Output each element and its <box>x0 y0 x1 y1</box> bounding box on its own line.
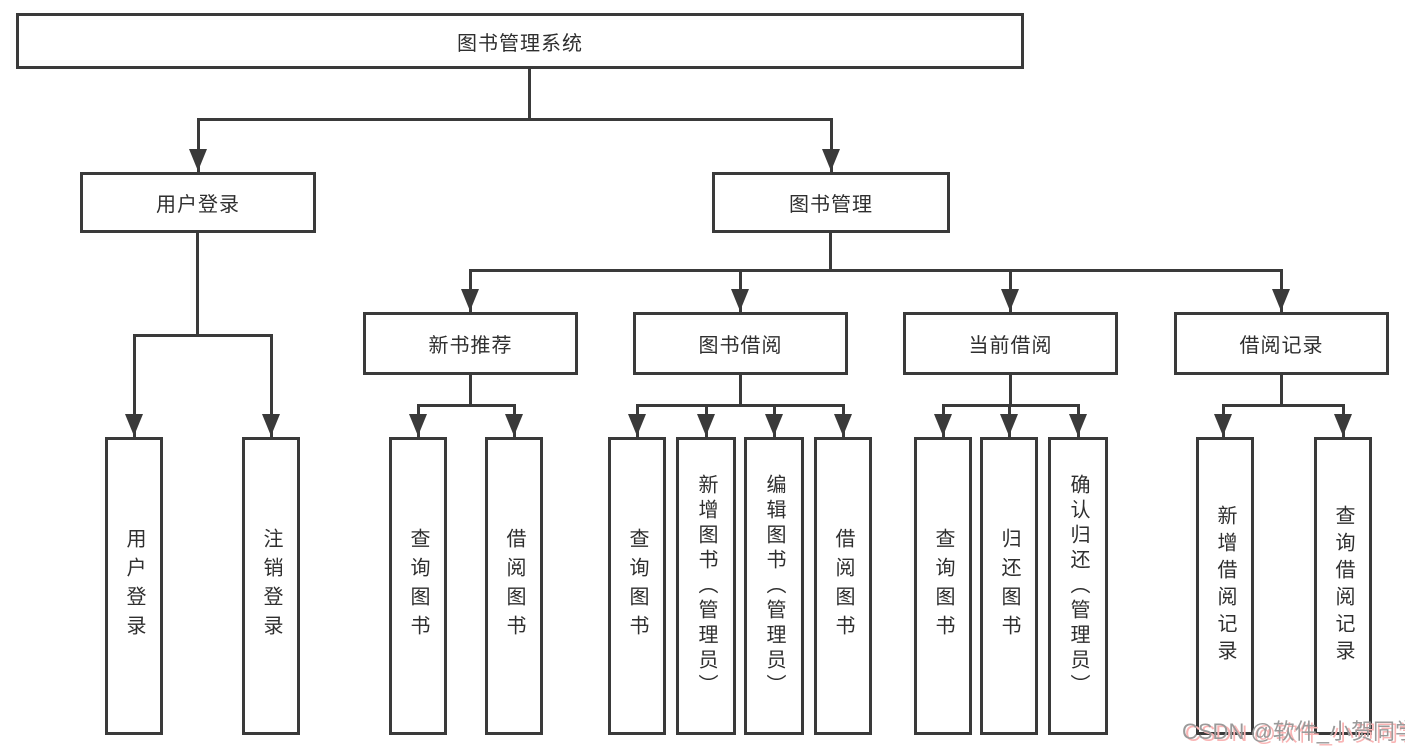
arrow-down-icon <box>1000 414 1018 436</box>
line <box>739 375 742 406</box>
node-label: 查询图书 <box>407 528 429 644</box>
line <box>417 404 516 407</box>
line <box>133 334 136 437</box>
node-label: 新增图书（管理员） <box>695 473 717 699</box>
leaf-add-books-admin: 新增图书（管理员） <box>676 437 736 735</box>
line <box>829 233 832 272</box>
node-label: 查询图书 <box>932 528 954 644</box>
node-label: 归还图书 <box>998 528 1020 644</box>
node-book-management: 图书管理 <box>712 172 950 233</box>
leaf-logout: 注销登录 <box>242 437 300 735</box>
line <box>133 334 273 337</box>
node-label: 图书管理系统 <box>457 32 583 55</box>
node-user-login: 用户登录 <box>80 172 316 233</box>
node-label: 用户登录 <box>123 528 145 644</box>
leaf-query-borrow-record: 查询借阅记录 <box>1314 437 1372 735</box>
node-label: 图书管理 <box>789 194 873 216</box>
leaf-query-books-current: 查询图书 <box>914 437 972 735</box>
node-label: 借阅图书 <box>503 528 525 644</box>
node-label: 图书借阅 <box>698 335 783 357</box>
node-label: 查询借阅记录 <box>1332 505 1354 667</box>
node-book-borrowing: 图书借阅 <box>633 312 848 375</box>
arrow-down-icon <box>697 414 715 436</box>
line <box>830 118 833 172</box>
arrow-down-icon <box>934 414 952 436</box>
arrow-down-icon <box>731 289 749 311</box>
line <box>1280 375 1283 406</box>
csdn-watermark: CSDN @软件_小贺同学 <box>1182 719 1405 744</box>
arrow-down-icon <box>765 414 783 436</box>
line <box>197 118 833 121</box>
node-label: 新增借阅记录 <box>1214 505 1236 667</box>
arrow-down-icon <box>505 414 523 436</box>
line <box>1222 404 1345 407</box>
leaf-confirm-return-admin: 确认归还（管理员） <box>1048 437 1108 735</box>
line <box>197 118 200 172</box>
arrow-down-icon <box>461 289 479 311</box>
arrow-down-icon <box>1214 414 1232 436</box>
node-label: 当前借阅 <box>968 335 1053 357</box>
line <box>469 269 1283 272</box>
node-label: 用户登录 <box>156 194 240 216</box>
node-borrowing-records: 借阅记录 <box>1174 312 1389 375</box>
node-root-library-system: 图书管理系统 <box>16 13 1024 69</box>
leaf-user-login: 用户登录 <box>105 437 163 735</box>
arrow-down-icon <box>834 414 852 436</box>
arrow-down-icon <box>262 414 280 436</box>
arrow-down-icon <box>1334 414 1352 436</box>
node-label: 编辑图书（管理员） <box>763 473 785 699</box>
node-current-borrowing: 当前借阅 <box>903 312 1118 375</box>
arrow-down-icon <box>822 149 840 171</box>
leaf-add-borrow-record: 新增借阅记录 <box>1196 437 1254 735</box>
node-new-book-recommendation: 新书推荐 <box>363 312 578 375</box>
line <box>270 334 273 437</box>
arrow-down-icon <box>1069 414 1087 436</box>
leaf-borrow-books-borrowing: 借阅图书 <box>814 437 872 735</box>
arrow-down-icon <box>125 414 143 436</box>
node-label: 新书推荐 <box>428 335 513 357</box>
node-label: 注销登录 <box>260 528 282 644</box>
node-label: 借阅记录 <box>1239 335 1324 357</box>
line <box>636 404 845 407</box>
arrow-down-icon <box>189 149 207 171</box>
node-label: 借阅图书 <box>832 528 854 644</box>
arrow-down-icon <box>1272 289 1290 311</box>
node-label: 查询图书 <box>626 528 648 644</box>
line <box>1009 375 1012 406</box>
node-label: 确认归还（管理员） <box>1067 473 1089 699</box>
arrow-down-icon <box>1001 289 1019 311</box>
leaf-return-books: 归还图书 <box>980 437 1038 735</box>
leaf-query-books-borrowing: 查询图书 <box>608 437 666 735</box>
line <box>469 375 472 406</box>
line <box>942 404 1080 407</box>
leaf-edit-books-admin: 编辑图书（管理员） <box>744 437 804 735</box>
leaf-query-books-recommend: 查询图书 <box>389 437 447 735</box>
arrow-down-icon <box>628 414 646 436</box>
line <box>196 233 199 336</box>
line <box>528 69 531 120</box>
arrow-down-icon <box>409 414 427 436</box>
leaf-borrow-books-recommend: 借阅图书 <box>485 437 543 735</box>
